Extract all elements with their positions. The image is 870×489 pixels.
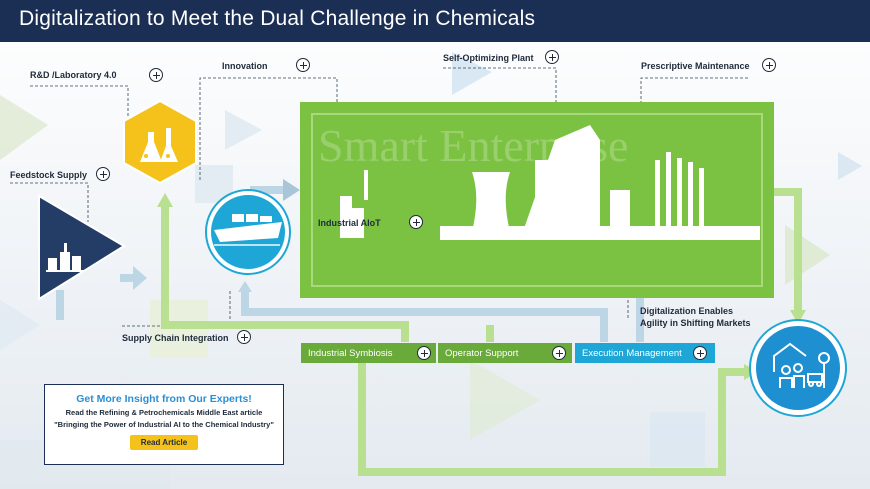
- insight-line2: "Bringing the Power of Industrial AI to …: [54, 420, 274, 429]
- arrow-green-down: [790, 310, 806, 324]
- flow-blue-1: [241, 292, 608, 342]
- bg-triangle: [0, 300, 40, 350]
- plus-industrial-aiot-button[interactable]: [409, 215, 423, 229]
- label-self-optimizing: Self-Optimizing Plant: [443, 53, 534, 63]
- insight-heading: Get More Insight from Our Experts!: [76, 393, 252, 405]
- execution-management-label: Execution Management: [582, 347, 682, 359]
- insight-line1: Read the Refining & Petrochemicals Middl…: [65, 408, 263, 417]
- leader-supply: [122, 290, 231, 327]
- flow-green-plant: [773, 188, 802, 312]
- arrow-feedstock: [133, 266, 147, 290]
- bg-triangle: [838, 152, 862, 180]
- plus-prescriptive-button[interactable]: [762, 58, 776, 72]
- label-rnd: R&D /Laboratory 4.0: [30, 70, 117, 80]
- bg-triangle: [470, 360, 540, 440]
- plus-feedstock-button[interactable]: [96, 167, 110, 181]
- industrial-symbiosis-label: Industrial Symbiosis: [308, 347, 393, 359]
- label-prescriptive: Prescriptive Maintenance: [641, 61, 750, 71]
- rnd-hexagon: [123, 99, 197, 185]
- plus-innovation-button[interactable]: [296, 58, 310, 72]
- operator-support-label: Operator Support: [445, 347, 519, 359]
- header-bar: Digitalization to Meet the Dual Challeng…: [0, 0, 870, 42]
- plus-execution-button[interactable]: [693, 346, 707, 360]
- leader-self-optimizing: [443, 67, 557, 104]
- smart-enterprise-watermark: Smart Enterprise: [318, 120, 629, 171]
- smart-enterprise-inner: [311, 113, 763, 287]
- operator-support-box[interactable]: Operator Support: [438, 343, 572, 363]
- arrow-green-up: [157, 193, 173, 207]
- community-circle: [749, 319, 847, 417]
- plant-silhouette: [340, 125, 760, 240]
- leader-feedstock: [10, 182, 89, 222]
- bg-triangle: [0, 95, 48, 160]
- bg-triangle: [225, 110, 262, 150]
- label-industrial-aiot: Industrial AIoT: [318, 218, 381, 228]
- label-innovation: Innovation: [222, 61, 268, 71]
- plus-self-optimizing-button[interactable]: [545, 50, 559, 64]
- arrow-ship-to-plant: [283, 179, 300, 201]
- industrial-symbiosis-box[interactable]: Industrial Symbiosis: [301, 343, 436, 363]
- label-supply-chain: Supply Chain Integration: [122, 333, 229, 343]
- plus-rnd-button[interactable]: [149, 68, 163, 82]
- label-feedstock: Feedstock Supply: [10, 170, 88, 180]
- bg-square: [650, 412, 705, 467]
- flow-green-loop: [161, 205, 409, 342]
- feedstock-triangle: [38, 194, 126, 301]
- community-icon: [773, 342, 830, 388]
- label-agility-line2: Agility in Shifting Markets: [640, 318, 751, 328]
- leader-innovation: [199, 77, 338, 180]
- plus-operator-button[interactable]: [552, 346, 566, 360]
- arrow-up-blue: [238, 281, 252, 292]
- label-agility-line1: Digitalization Enables: [640, 306, 734, 316]
- read-article-button[interactable]: Read Article: [129, 435, 199, 450]
- flow-green-bottom: [358, 360, 746, 476]
- plus-supply-chain-button[interactable]: [237, 330, 251, 344]
- plus-symbiosis-button[interactable]: [417, 346, 431, 360]
- insight-panel: Get More Insight from Our Experts! Read …: [44, 384, 284, 465]
- leader-rnd: [30, 85, 129, 118]
- leader-lines: [10, 67, 750, 327]
- execution-management-box[interactable]: Execution Management: [575, 343, 715, 363]
- page-title: Digitalization to Meet the Dual Challeng…: [19, 7, 536, 30]
- cargo-ship-icon: [214, 214, 282, 246]
- lab-flasks-icon: [140, 128, 178, 162]
- bg-triangle: [452, 52, 492, 95]
- green-flows: [161, 188, 802, 476]
- leader-prescriptive: [640, 77, 750, 104]
- storage-tanks-icon: [46, 243, 84, 272]
